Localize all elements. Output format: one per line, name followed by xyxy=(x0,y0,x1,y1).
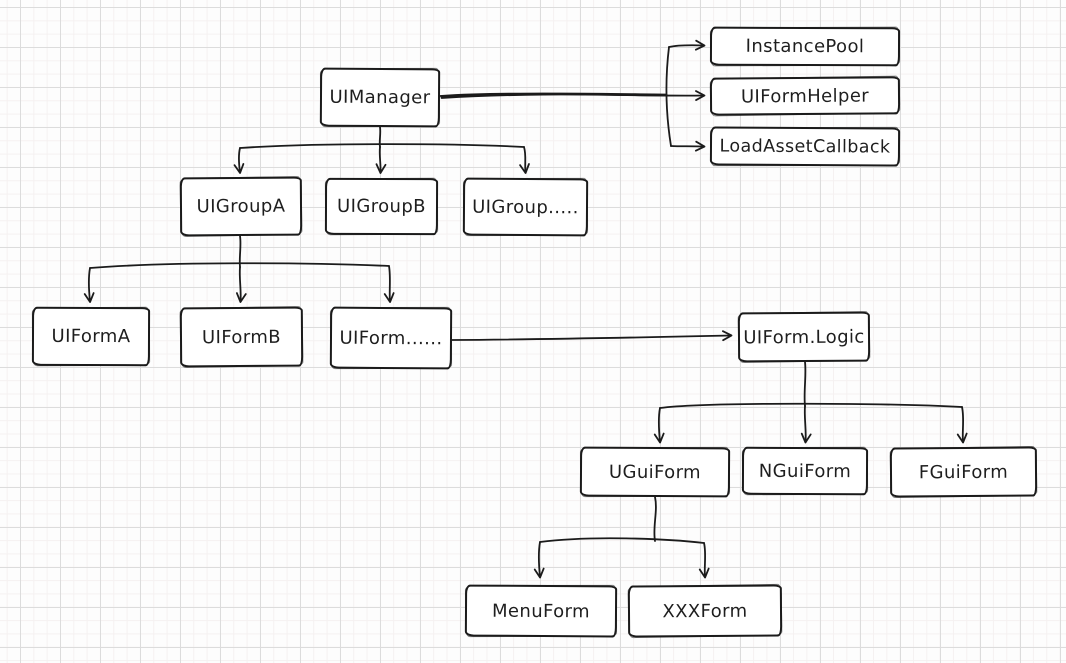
edge-forms-horizontal xyxy=(89,262,390,269)
edge-uiformlogic-fguiform xyxy=(956,406,968,444)
node-menuform: MenuForm xyxy=(464,584,618,638)
node-uiformhelper-label: UIFormHelper xyxy=(740,85,870,107)
node-uimanager: UIManager xyxy=(319,67,441,128)
node-loadassetcallback-label: LoadAssetCallback xyxy=(719,135,891,158)
edge-uimanager-uigroupetc xyxy=(519,146,530,174)
edge-uimanager-trunk-stroke xyxy=(440,92,668,99)
node-uiformlogic: UIForm.Logic xyxy=(737,311,871,363)
edge-bottom-horizontal xyxy=(539,537,705,544)
node-uigroupa-label: UIGroupA xyxy=(196,195,286,218)
node-nguiform-label: NGuiForm xyxy=(758,460,852,482)
node-uiformetc-label: UIForm...... xyxy=(339,327,443,349)
node-uguiform: UGuiForm xyxy=(579,446,731,498)
edge-uimanager-uigroupa xyxy=(233,147,245,174)
node-uiforma-label: UIFormA xyxy=(51,325,131,348)
node-uigroupb-label: UIGroupB xyxy=(337,195,426,218)
edge-uimanager-stem xyxy=(378,126,382,148)
edge-groups-horizontal xyxy=(239,143,525,149)
node-instancepool: InstancePool xyxy=(709,26,901,67)
node-uigroupetc-label: UIGroup..... xyxy=(472,196,579,218)
edge-uguiform-menuform xyxy=(533,541,545,579)
node-fguiform-label: FGuiForm xyxy=(918,461,1009,483)
node-uiformhelper: UIFormHelper xyxy=(709,76,901,116)
edge-uimanager-instancepool xyxy=(668,39,706,51)
node-uimanager-label: UIManager xyxy=(329,86,431,109)
edge-uiformlogic-uguiform xyxy=(653,407,665,444)
edge-uiformlogic-stem xyxy=(803,361,807,407)
node-uiformb-label: UIFormB xyxy=(201,326,282,348)
node-instancepool-label: InstancePool xyxy=(745,35,865,58)
edge-uigroupa-uiformb xyxy=(235,266,247,303)
edge-uiformlogic-nguiform xyxy=(800,405,812,444)
node-uiformetc: UIForm...... xyxy=(329,306,453,370)
edge-uigroupa-uiforma xyxy=(83,267,95,303)
edge-uigroupa-stem xyxy=(238,235,242,268)
node-xxxform-label: XXXForm xyxy=(662,600,748,622)
node-uigroupetc: UIGroup..... xyxy=(462,177,589,237)
node-menuform-label: MenuForm xyxy=(491,600,591,622)
node-xxxform: XXXForm xyxy=(627,584,783,638)
node-loadassetcallback: LoadAssetCallback xyxy=(709,126,901,167)
node-uiformlogic-label: UIForm.Logic xyxy=(743,326,865,348)
node-uiforma: UIFormA xyxy=(31,306,151,367)
node-uiformb: UIFormB xyxy=(179,306,304,368)
node-fguiform: FGuiForm xyxy=(889,446,1038,498)
edge-uimanager-uiformhelper xyxy=(439,90,706,101)
edge-uiformetc-uiformlogic xyxy=(451,330,733,342)
node-nguiform: NGuiForm xyxy=(741,446,869,496)
edge-helpers-vertical xyxy=(665,46,672,147)
edge-uimanager-loadassetcallback xyxy=(670,140,706,152)
node-uguiform-label: UGuiForm xyxy=(608,461,702,483)
edge-uguiform-xxxform xyxy=(698,542,710,579)
node-uigroupb: UIGroupB xyxy=(324,177,439,236)
edge-uguiform-stem xyxy=(653,496,657,542)
edge-guiforms-horizontal xyxy=(659,402,963,409)
edge-uigroupa-uiformetc xyxy=(383,265,395,303)
node-uigroupa: UIGroupA xyxy=(179,176,303,237)
edge-uimanager-uigroupb xyxy=(375,146,387,174)
